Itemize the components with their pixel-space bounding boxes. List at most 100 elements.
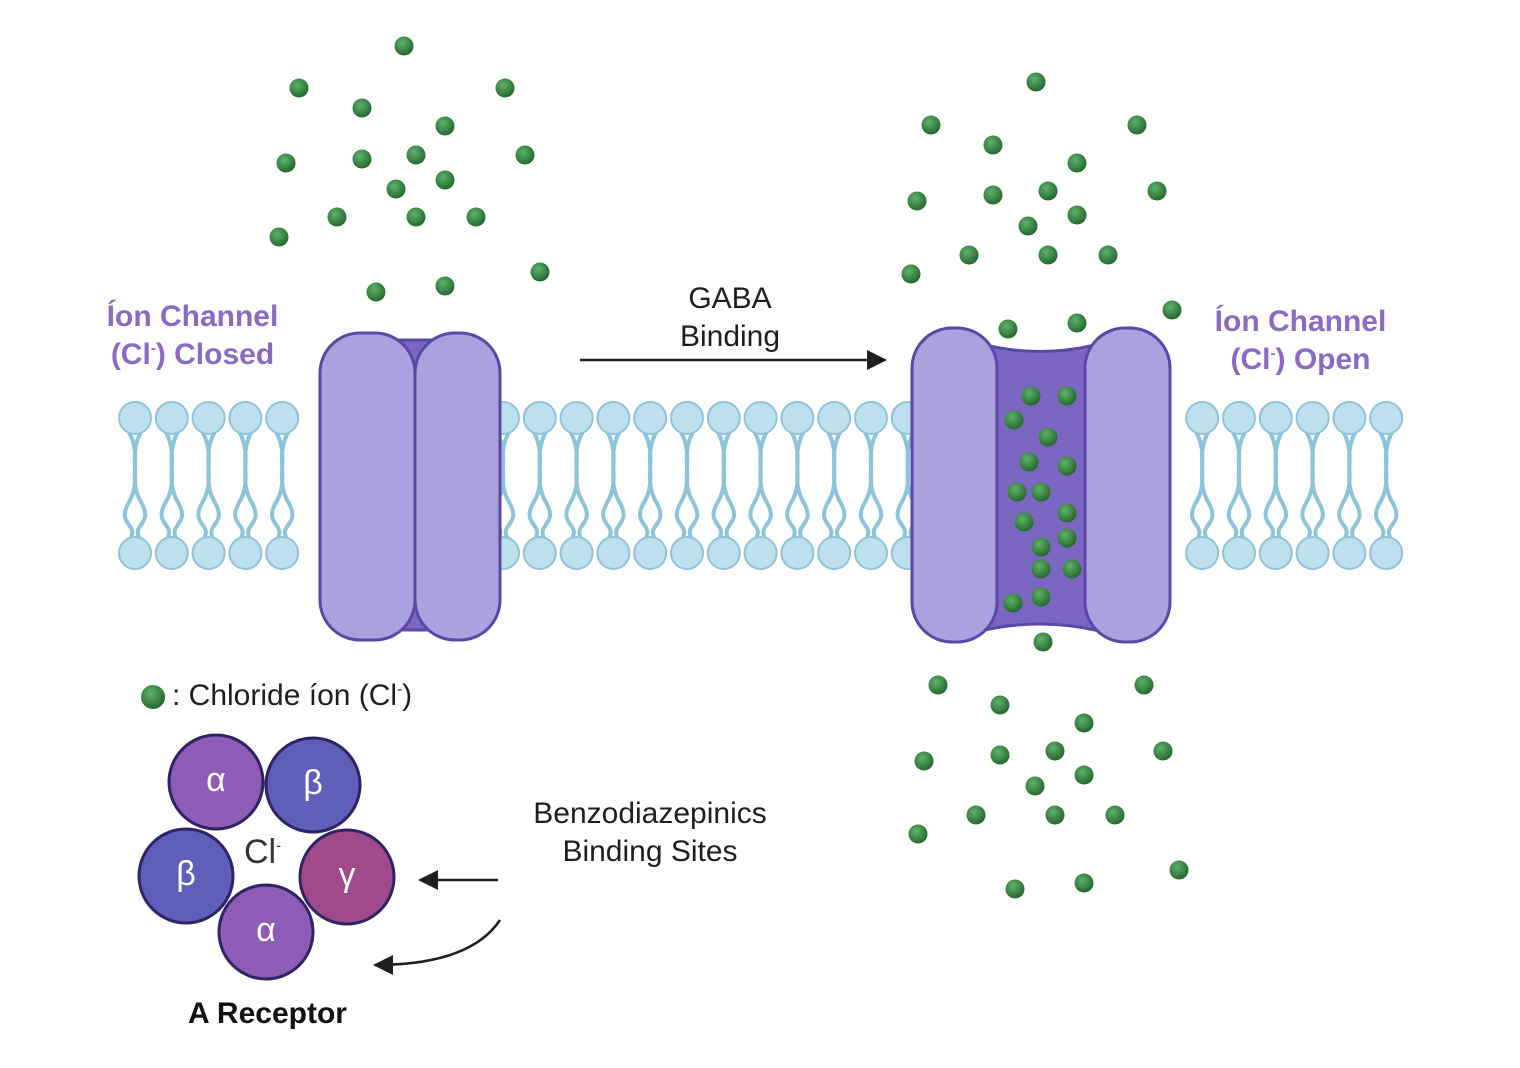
chloride-ion bbox=[1031, 587, 1051, 607]
lipid-tail bbox=[527, 431, 553, 543]
lipid-tail bbox=[122, 431, 148, 543]
chloride-ion bbox=[1014, 512, 1034, 532]
lipid-head bbox=[1258, 536, 1293, 570]
lipid-head bbox=[633, 536, 668, 570]
lipid-head bbox=[559, 536, 594, 570]
closed-cl-sup: - bbox=[150, 340, 156, 357]
chloride-ions bbox=[269, 36, 1189, 899]
lipid-tail bbox=[1373, 431, 1399, 543]
lipid-head bbox=[1258, 401, 1293, 435]
chloride-ion bbox=[1045, 805, 1065, 825]
chloride-ion bbox=[435, 170, 455, 190]
chloride-ion bbox=[1057, 528, 1077, 548]
chloride-ion bbox=[959, 245, 979, 265]
chloride-ion bbox=[1127, 115, 1147, 135]
legend-ion-icon bbox=[141, 685, 165, 709]
benzo-line1: Benzodiazepinics bbox=[533, 797, 767, 830]
chloride-ion bbox=[1038, 181, 1058, 201]
chloride-ion bbox=[366, 282, 386, 302]
lipid-head bbox=[596, 401, 631, 435]
lipid-head bbox=[670, 401, 704, 435]
lipid-head bbox=[118, 536, 152, 570]
receptor-subunit bbox=[264, 736, 362, 834]
binding-label: Binding bbox=[679, 320, 781, 353]
chloride-ion bbox=[1031, 537, 1051, 557]
chloride-ion bbox=[907, 191, 927, 211]
receptor-subunit bbox=[137, 827, 235, 925]
open-channel-label: Íon Channel (Cl-) Open bbox=[1198, 303, 1403, 379]
closed-channel-label-line1: Íon Channel bbox=[106, 300, 279, 333]
chloride-ion bbox=[1057, 503, 1077, 523]
chloride-ion bbox=[928, 675, 948, 695]
subunit-label: α bbox=[256, 911, 276, 949]
lipid-tail bbox=[233, 431, 258, 543]
lipid-head bbox=[633, 401, 668, 435]
chloride-ion bbox=[435, 116, 455, 136]
chloride-ion bbox=[1162, 300, 1182, 320]
lipid-bilayer bbox=[118, 401, 1404, 570]
chloride-ion bbox=[1134, 675, 1154, 695]
chloride-ion bbox=[352, 149, 372, 169]
lipid-tail bbox=[1300, 431, 1325, 543]
legend-sup: - bbox=[397, 681, 403, 698]
chloride-ion bbox=[1007, 482, 1027, 502]
chloride-ion bbox=[1018, 216, 1038, 236]
chloride-ion bbox=[1003, 593, 1023, 613]
legend-label: : Chloride íon (Cl bbox=[172, 679, 398, 712]
benzo-arrow-alpha bbox=[373, 919, 502, 975]
subunit-label: γ bbox=[338, 856, 356, 894]
lipid-tail bbox=[711, 431, 737, 543]
lipid-tail bbox=[637, 431, 663, 543]
chloride-ion bbox=[1074, 713, 1094, 733]
lipid-tail bbox=[674, 431, 700, 543]
chloride-ion bbox=[1025, 776, 1045, 796]
lipid-head bbox=[706, 536, 741, 570]
chloride-ion bbox=[466, 207, 486, 227]
lipid-head bbox=[559, 401, 594, 435]
lipid-head bbox=[817, 536, 852, 570]
lipid-head bbox=[1185, 536, 1220, 570]
chloride-ion bbox=[435, 276, 455, 296]
chloride-ion bbox=[1033, 632, 1053, 652]
chloride-ion bbox=[1005, 879, 1025, 899]
chloride-ion bbox=[990, 745, 1010, 765]
chloride-ion bbox=[1021, 386, 1041, 406]
lipid-head bbox=[1369, 536, 1404, 570]
chloride-ion bbox=[406, 145, 426, 165]
benzo-binding-label: Benzodiazepinics Binding Sites bbox=[500, 795, 800, 871]
chloride-ion bbox=[966, 805, 986, 825]
lipid-head bbox=[191, 401, 226, 435]
lipid-head bbox=[743, 536, 778, 570]
lipid-head bbox=[265, 536, 300, 570]
receptor-center-label: Cl- bbox=[244, 832, 281, 872]
lipid-head bbox=[854, 401, 888, 435]
chloride-ion bbox=[1057, 386, 1077, 406]
lipid-tail bbox=[1189, 431, 1215, 543]
chloride-ion bbox=[394, 36, 414, 56]
lipid-head bbox=[854, 536, 888, 570]
chloride-ion bbox=[327, 207, 347, 227]
lipid-head bbox=[780, 536, 815, 570]
lipid-head bbox=[228, 401, 263, 435]
lipid-tail bbox=[564, 431, 589, 543]
lipid-tail bbox=[159, 431, 185, 543]
lipid-head bbox=[522, 401, 557, 435]
subunit-label: α bbox=[206, 761, 226, 799]
closed-state: ) Closed bbox=[155, 338, 275, 371]
chloride-ion bbox=[1067, 313, 1087, 333]
lipid-head bbox=[522, 536, 557, 570]
chloride-ion bbox=[1004, 410, 1024, 430]
receptor-center-sup: - bbox=[276, 837, 282, 855]
lipid-head bbox=[118, 401, 152, 435]
lipid-head bbox=[780, 401, 815, 435]
receptor-center-cl: Cl bbox=[244, 833, 277, 871]
closed-ion-channel bbox=[318, 331, 502, 642]
chloride-ion bbox=[1067, 153, 1087, 173]
chloride-ion bbox=[1147, 181, 1167, 201]
lipid-head bbox=[670, 536, 704, 570]
lipid-head bbox=[817, 401, 852, 435]
legend-close: ) bbox=[402, 679, 413, 712]
chloride-ion bbox=[269, 227, 289, 247]
chloride-ion bbox=[1045, 741, 1065, 761]
